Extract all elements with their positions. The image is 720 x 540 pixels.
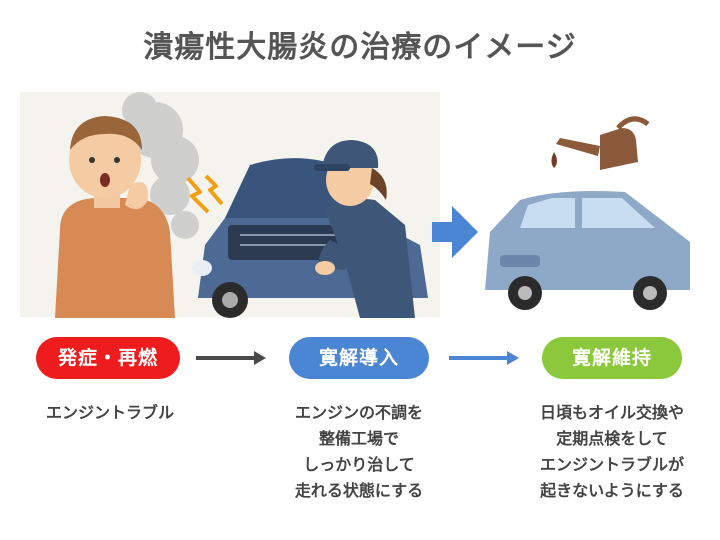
cap bbox=[322, 140, 379, 168]
healthy-car bbox=[485, 191, 690, 310]
arrow-right-icon bbox=[432, 206, 478, 258]
smoke bbox=[122, 92, 199, 239]
oil-can-icon bbox=[551, 116, 650, 170]
mechanic bbox=[314, 140, 415, 318]
engine bbox=[228, 225, 348, 260]
step-pill-remission-induction: 寛解導入 bbox=[289, 337, 429, 379]
hand bbox=[125, 182, 149, 209]
worried-man bbox=[55, 116, 175, 318]
step-pill-remission-maintenance: 寛解維持 bbox=[542, 337, 682, 379]
step-description-onset: エンジントラブル bbox=[45, 403, 174, 422]
sweater bbox=[55, 198, 175, 318]
arrow-right-icon bbox=[449, 351, 519, 365]
step-description-remission-maintenance: 日頃もオイル交換や 定期点検をして エンジントラブルが 起きないようにする bbox=[539, 403, 684, 500]
arrow-right-icon bbox=[196, 351, 266, 365]
step-description-remission-induction: エンジンの不調を 整備工場で しっかり治して 走れる状態にする bbox=[294, 403, 424, 500]
hair bbox=[70, 116, 142, 150]
page-title: 潰瘍性大腸炎の治療のイメージ bbox=[143, 30, 577, 65]
headlight bbox=[192, 260, 212, 276]
step-pill-onset: 発症・再燃 bbox=[36, 337, 180, 379]
face bbox=[69, 122, 141, 198]
spark-icon bbox=[186, 174, 224, 214]
